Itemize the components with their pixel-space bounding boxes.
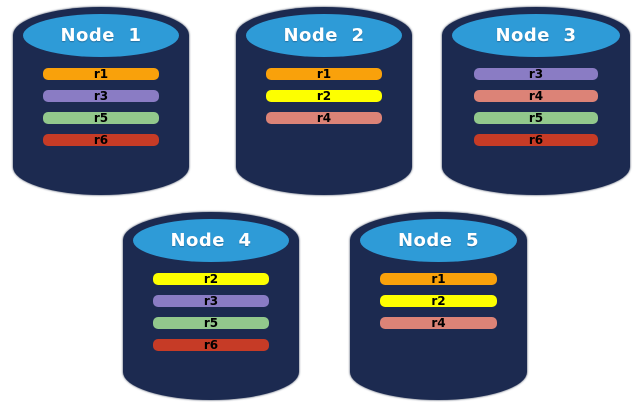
database-top-ellipse: Node 2 [246, 14, 402, 57]
node-5-replica-list: r1 r2 r4 [380, 273, 497, 329]
node-1-title: Node 1 [60, 25, 142, 46]
replica-label: r4 [528, 89, 544, 103]
node-5-title: Node 5 [397, 230, 480, 251]
node-1-replica-list: r1 r3 r5 r6 [42, 67, 160, 147]
node-4-cylinder: Node 4 r2 r3 r5 r6 [123, 210, 299, 400]
replica-label: r2 [203, 272, 219, 286]
node-1-replica-r5: r5 [42, 111, 160, 125]
node-3-replica-r6: r6 [473, 133, 599, 147]
replica-label: r2 [316, 89, 332, 103]
replica-label: r5 [93, 111, 109, 125]
node-4-replica-r6: r6 [152, 338, 270, 352]
replica-label: r3 [528, 67, 544, 81]
node-5-replica-r4: r4 [380, 317, 497, 329]
node-1-replica-r3: r3 [42, 89, 160, 103]
node-5-cylinder: Node 5 r1 r2 r4 [350, 210, 527, 400]
database-top-ellipse: Node 5 [360, 219, 517, 262]
replica-label: r1 [431, 272, 446, 286]
replica-label: r4 [316, 111, 332, 125]
replica-label: r6 [203, 338, 219, 352]
node-4-replica-r5: r5 [152, 316, 270, 330]
node-2-replica-r2: r2 [265, 89, 383, 103]
node-2-replica-r4: r4 [265, 111, 383, 125]
database-top-ellipse: Node 3 [452, 14, 620, 57]
node-2-replica-r1: r1 [265, 67, 383, 81]
node-2-cylinder: Node 2 r1 r2 r4 [236, 5, 412, 195]
node-3-title: Node 3 [495, 25, 577, 46]
node-3-replica-r4: r4 [473, 89, 599, 103]
node-3-replica-r5: r5 [473, 111, 599, 125]
replica-label: r6 [93, 133, 109, 147]
node-4-replica-r3: r3 [152, 294, 270, 308]
node-3-cylinder: Node 3 r3 r4 r5 r6 [442, 5, 630, 195]
node-2-replica-list: r1 r2 r4 [265, 67, 383, 125]
node-1-cylinder: Node 1 r1 r3 r5 r6 [13, 5, 189, 195]
node-3-replica-r3: r3 [473, 67, 599, 81]
replica-label: r2 [431, 294, 446, 308]
node-1-replica-r1: r1 [42, 67, 160, 81]
replica-label: r1 [93, 67, 109, 81]
replica-label: r4 [431, 316, 446, 330]
node-5-replica-r2: r2 [380, 295, 497, 307]
database-top-ellipse: Node 1 [23, 14, 179, 57]
node-4-replica-r2: r2 [152, 272, 270, 286]
replica-label: r5 [528, 111, 544, 125]
replica-label: r6 [528, 133, 544, 147]
node-1-replica-r6: r6 [42, 133, 160, 147]
database-top-ellipse: Node 4 [133, 219, 289, 262]
node-4-replica-list: r2 r3 r5 r6 [152, 272, 270, 352]
replica-label: r3 [203, 294, 219, 308]
replica-label: r1 [316, 67, 332, 81]
node-2-title: Node 2 [283, 25, 365, 46]
node-4-title: Node 4 [170, 230, 252, 251]
node-5-replica-r1: r1 [380, 273, 497, 285]
replica-label: r3 [93, 89, 109, 103]
node-3-replica-list: r3 r4 r5 r6 [473, 67, 599, 147]
replica-label: r5 [203, 316, 219, 330]
